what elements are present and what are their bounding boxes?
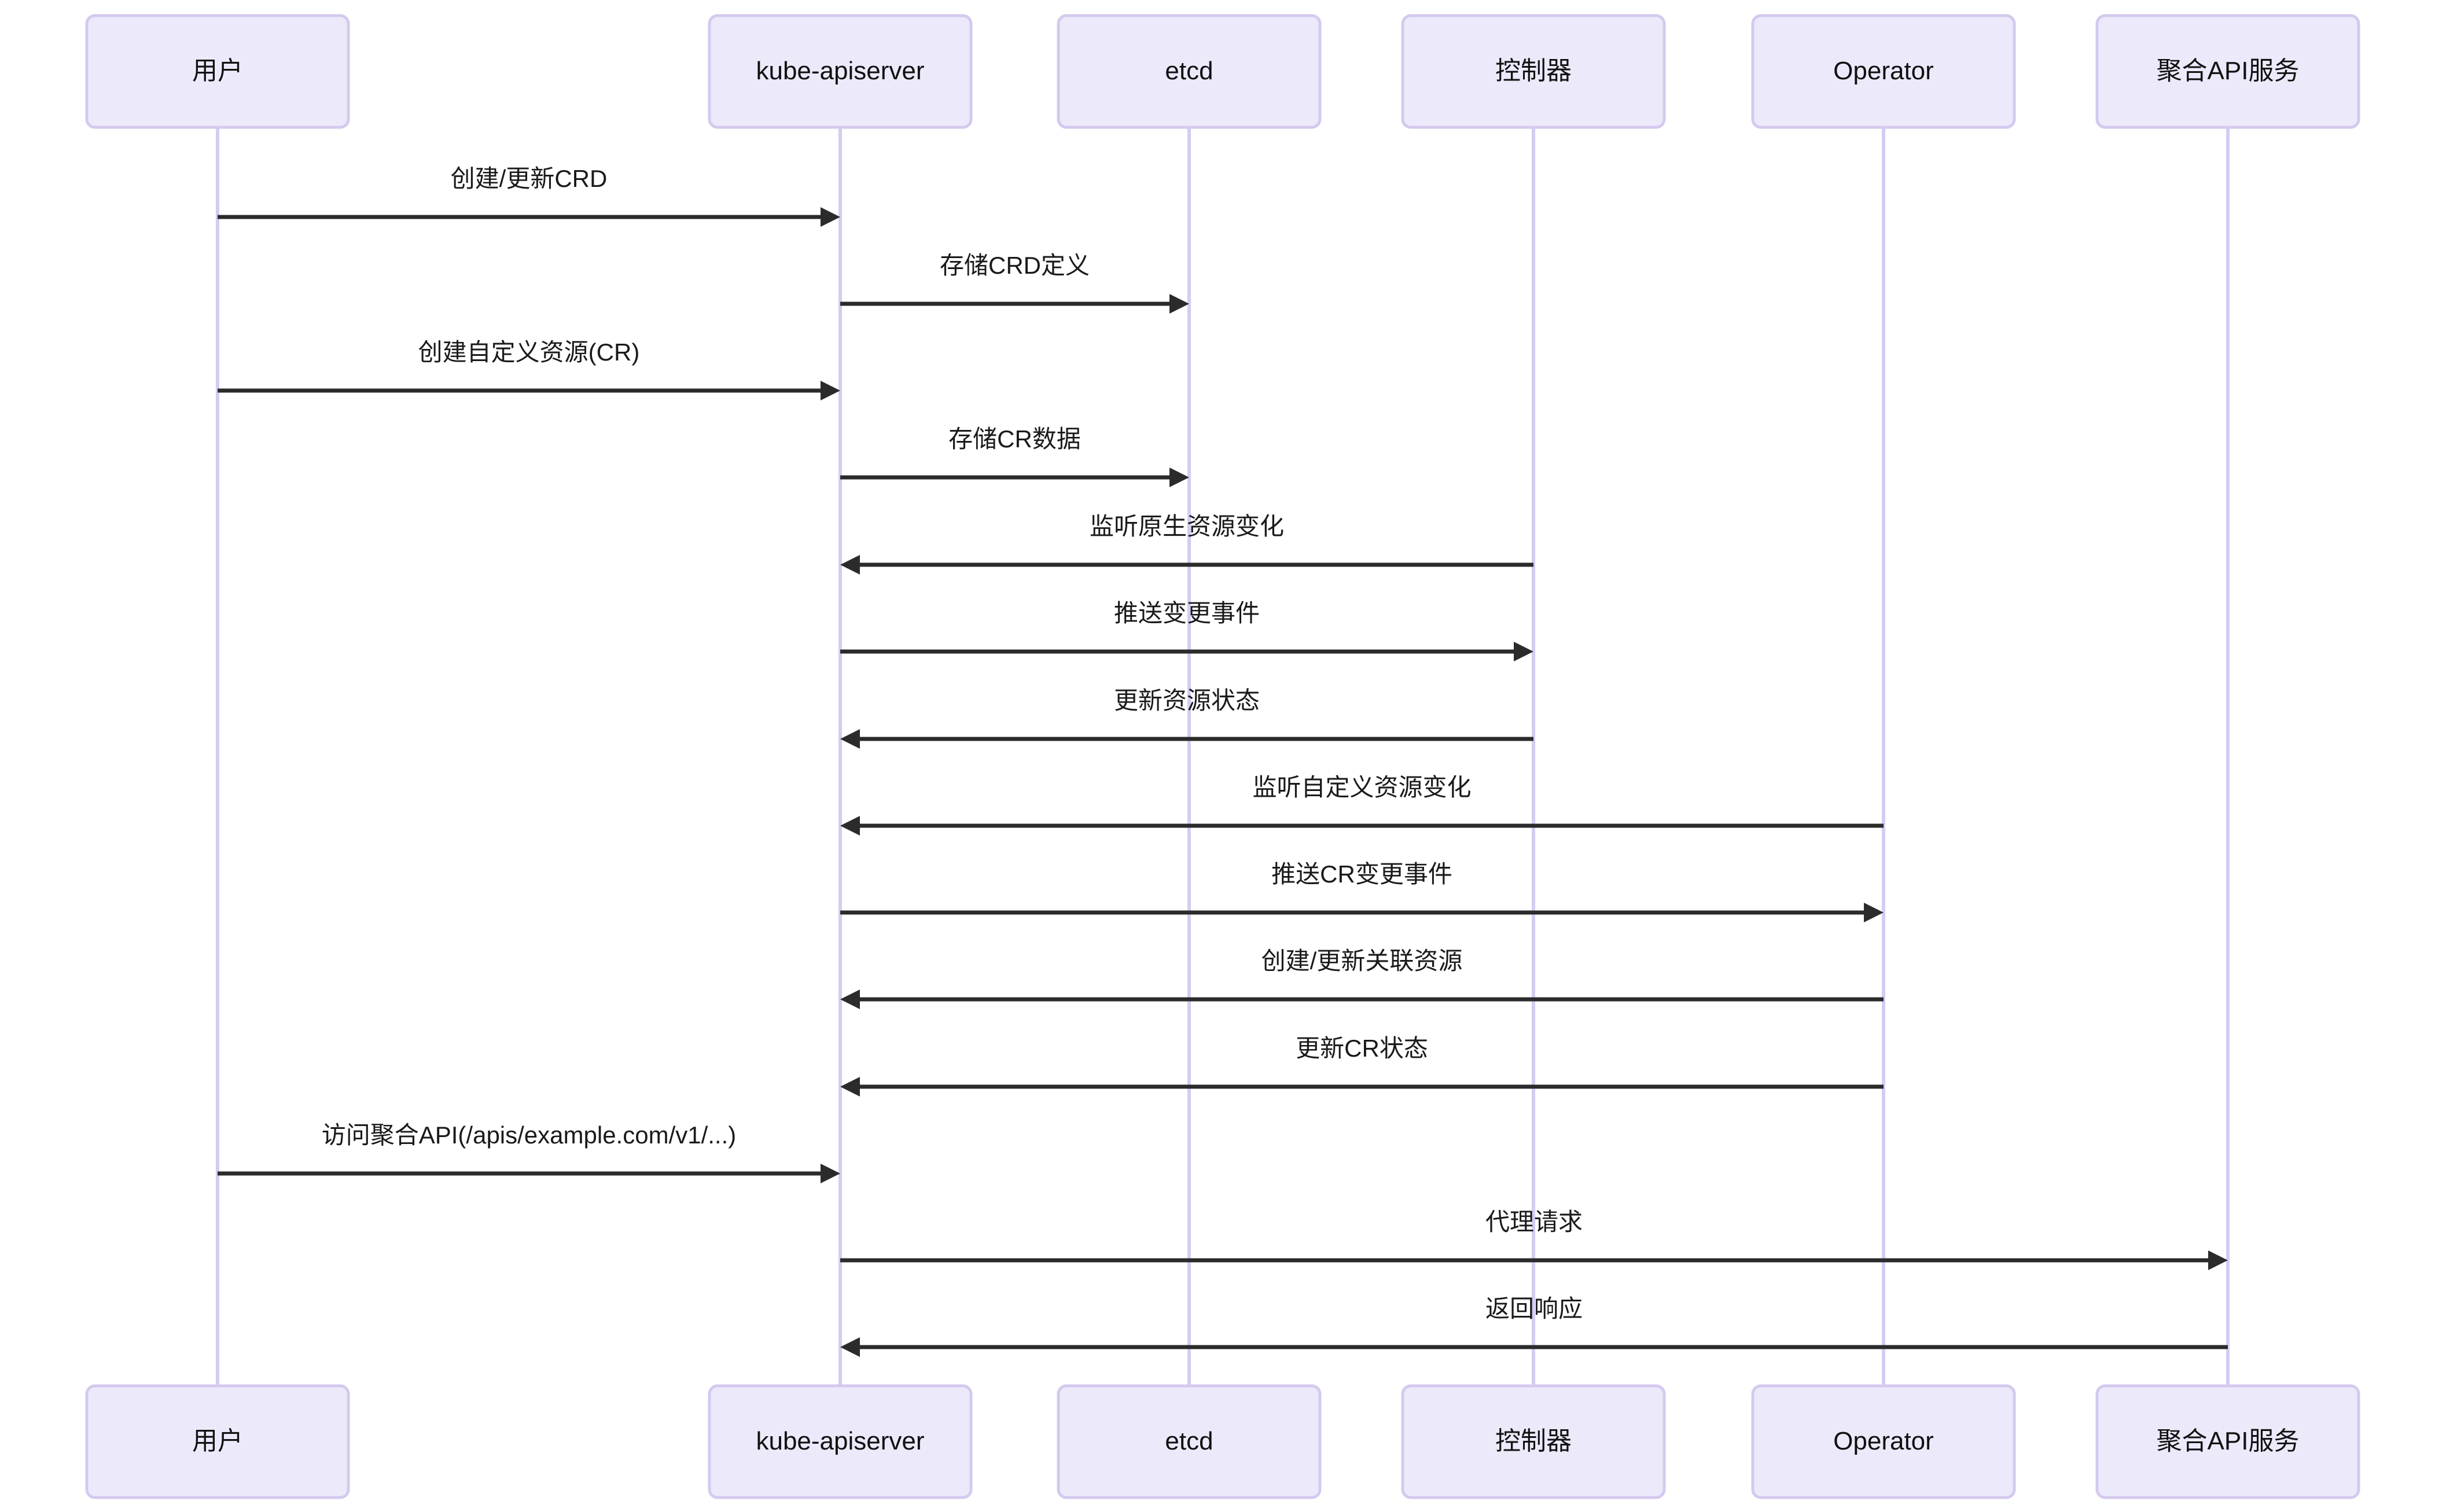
actor-box-etcd-top[interactable] <box>1057 14 1322 129</box>
message-8[interactable]: 监听自定义资源变化 <box>840 774 1884 836</box>
actor-label-controller-bottom: 控制器 <box>1495 1427 1572 1455</box>
message-arrowhead-7 <box>840 729 860 749</box>
actor-label-etcd-bottom: etcd <box>1165 1427 1213 1455</box>
message-12[interactable]: 访问聚合API(/apis/example.com/v1/...) <box>218 1121 840 1183</box>
message-1[interactable]: 创建/更新CRD <box>218 165 840 227</box>
message-3[interactable]: 创建自定义资源(CR) <box>218 339 840 400</box>
actor-box-aggapi-bottom[interactable] <box>2095 1384 2360 1499</box>
actor-box-etcd-bottom[interactable] <box>1057 1384 1322 1499</box>
actor-boxes-bottom: 用户 kube-apiserver etcd 控制器 Operator 聚合API服务 <box>85 1384 2360 1499</box>
actor-label-etcd-top: etcd <box>1165 57 1213 85</box>
message-10[interactable]: 创建/更新关联资源 <box>840 947 1884 1009</box>
actor-label-operator-bottom: Operator <box>1833 1427 1934 1455</box>
actor-label-apiserver-top: kube-apiserver <box>756 57 924 85</box>
actor-boxes-top: 用户 kube-apiserver etcd 控制器 Operator 聚合API服务 <box>85 14 2360 129</box>
message-label-8: 监听自定义资源变化 <box>1252 774 1471 801</box>
actor-label-user-bottom: 用户 <box>192 1427 243 1455</box>
actor-label-operator-top: Operator <box>1833 57 1934 85</box>
message-11[interactable]: 更新CR状态 <box>840 1035 1884 1097</box>
actor-box-operator-bottom[interactable] <box>1751 1384 2016 1499</box>
lifelines-group <box>216 127 2230 1386</box>
message-label-13: 代理请求 <box>1485 1208 1583 1235</box>
message-label-9: 推送CR变更事件 <box>1271 860 1452 888</box>
actor-label-aggapi-top: 聚合API服务 <box>2157 57 2300 85</box>
message-label-6: 推送变更事件 <box>1114 599 1260 627</box>
message-label-11: 更新CR状态 <box>1296 1035 1428 1062</box>
message-6[interactable]: 推送变更事件 <box>840 599 1533 661</box>
message-arrowhead-13 <box>2208 1250 2228 1270</box>
message-label-10: 创建/更新关联资源 <box>1261 947 1463 974</box>
actor-box-user-top[interactable] <box>85 14 350 129</box>
message-label-14: 返回响应 <box>1485 1295 1583 1322</box>
message-arrowhead-9 <box>1864 903 1884 922</box>
message-9[interactable]: 推送CR变更事件 <box>840 860 1884 922</box>
message-arrowhead-1 <box>821 207 840 227</box>
message-14[interactable]: 返回响应 <box>840 1295 2228 1357</box>
message-label-4: 存储CR数据 <box>948 425 1081 453</box>
message-arrowhead-12 <box>821 1164 840 1183</box>
message-label-12: 访问聚合API(/apis/example.com/v1/...) <box>322 1121 737 1149</box>
actor-label-user-top: 用户 <box>192 57 243 85</box>
message-arrowhead-14 <box>840 1337 860 1357</box>
actor-label-controller-top: 控制器 <box>1495 57 1572 85</box>
message-13[interactable]: 代理请求 <box>840 1208 2228 1270</box>
message-2[interactable]: 存储CRD定义 <box>840 252 1189 314</box>
message-arrowhead-10 <box>840 989 860 1009</box>
message-4[interactable]: 存储CR数据 <box>840 425 1189 487</box>
actor-box-apiserver-top[interactable] <box>708 14 973 129</box>
actor-box-aggapi-top[interactable] <box>2095 14 2360 129</box>
message-label-5: 监听原生资源变化 <box>1090 513 1284 540</box>
actor-box-controller-bottom[interactable] <box>1401 1384 1666 1499</box>
message-label-7: 更新资源状态 <box>1114 687 1260 714</box>
message-arrowhead-4 <box>1169 468 1189 487</box>
message-label-1: 创建/更新CRD <box>451 165 608 192</box>
message-arrowhead-2 <box>1169 294 1189 314</box>
actor-box-controller-top[interactable] <box>1401 14 1666 129</box>
actor-box-operator-top[interactable] <box>1751 14 2016 129</box>
actor-box-user-bottom[interactable] <box>85 1384 350 1499</box>
actor-box-apiserver-bottom[interactable] <box>708 1384 973 1499</box>
message-arrowhead-11 <box>840 1077 860 1097</box>
message-arrowhead-5 <box>840 555 860 575</box>
message-7[interactable]: 更新资源状态 <box>840 687 1533 749</box>
message-arrowhead-8 <box>840 816 860 836</box>
message-arrowhead-6 <box>1514 642 1533 661</box>
message-5[interactable]: 监听原生资源变化 <box>840 513 1533 575</box>
message-label-2: 存储CRD定义 <box>940 252 1090 279</box>
message-arrowhead-3 <box>821 381 840 400</box>
actor-label-apiserver-bottom: kube-apiserver <box>756 1427 924 1455</box>
actor-label-aggapi-bottom: 聚合API服务 <box>2157 1427 2300 1455</box>
message-label-3: 创建自定义资源(CR) <box>418 339 640 366</box>
